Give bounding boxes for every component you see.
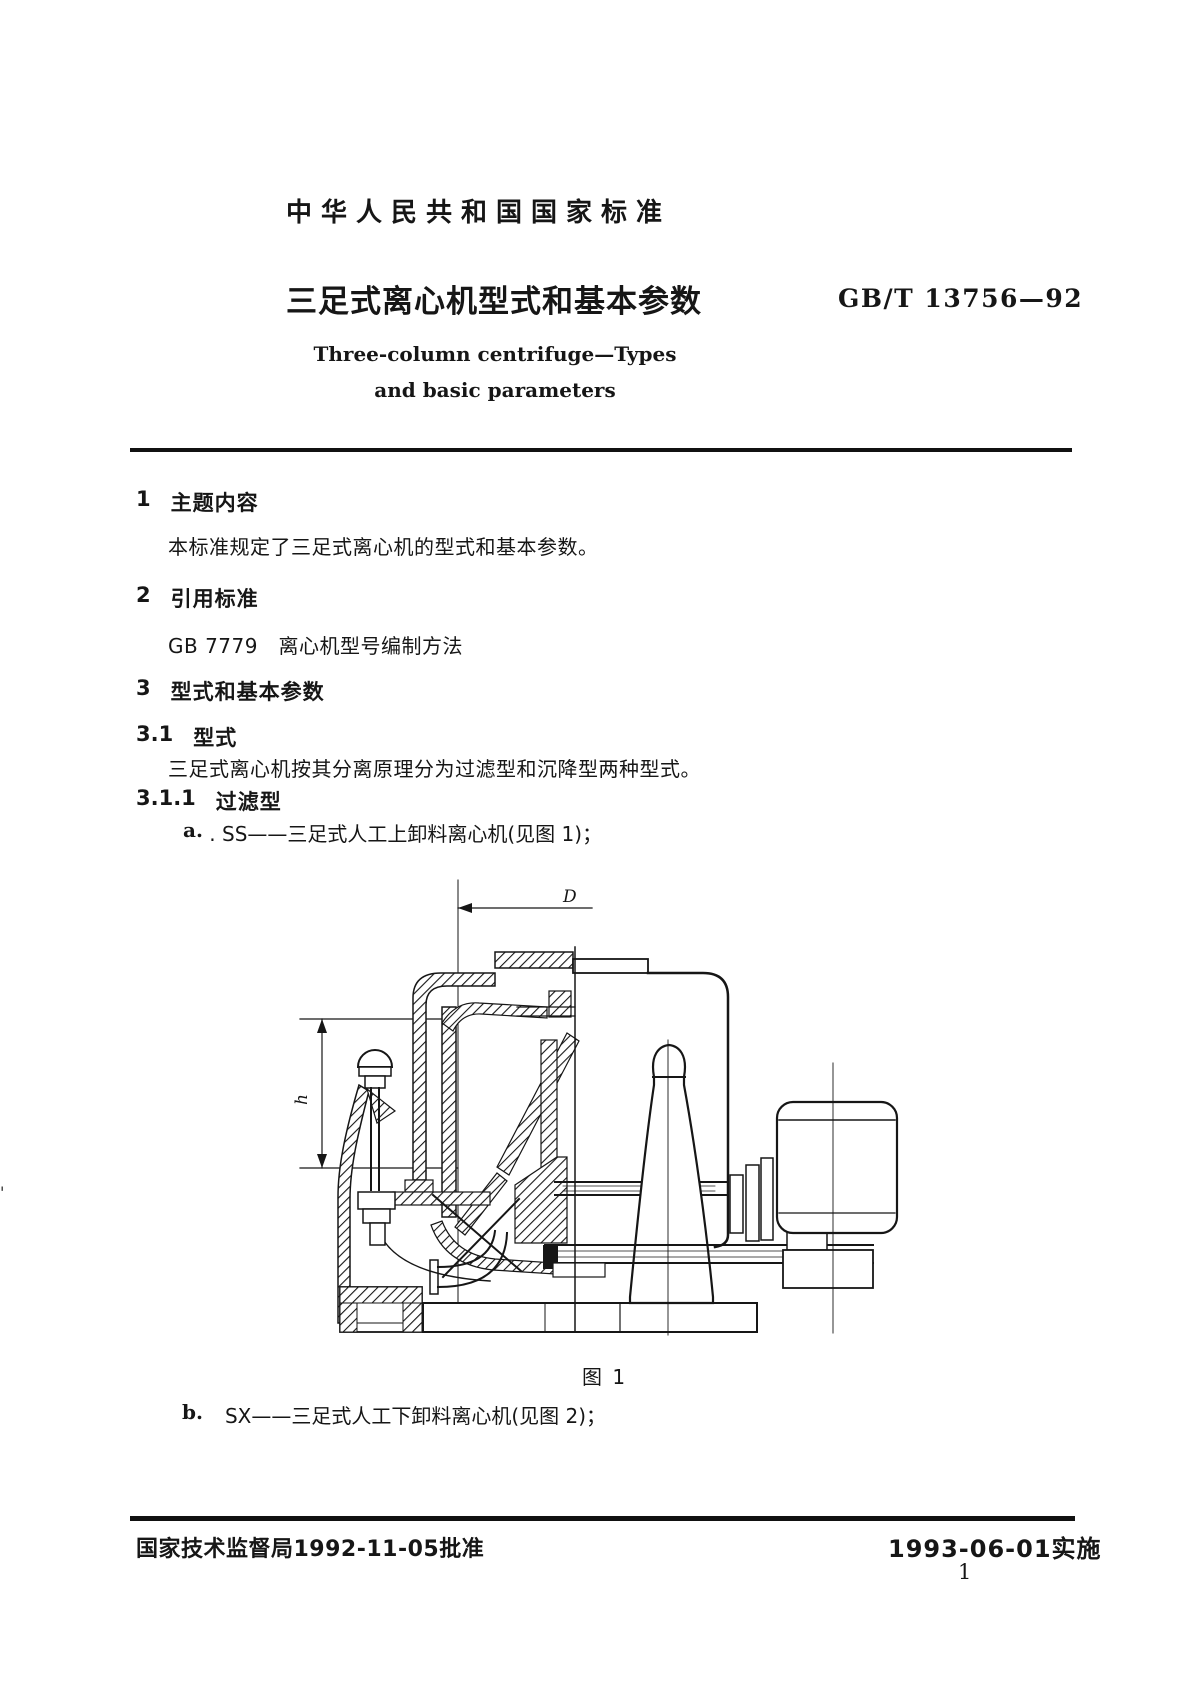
dim-d-label: D (562, 887, 577, 907)
bowl-cone-wall (496, 1032, 580, 1176)
section-2-number: 2 (136, 583, 151, 607)
section-3-1-heading: 3.1 型式 (136, 722, 237, 752)
list-item-a-text: . SS——三足式人工上卸料离心机(见图 1)； (202, 822, 603, 846)
footer-implemented: 1993-06-01实施 (888, 1535, 1102, 1563)
section-1-heading: 1 主题内容 (136, 487, 259, 517)
standard-code: GB/T 13756—92 (838, 284, 1084, 313)
section-3-1-number: 3.1 (136, 722, 174, 746)
list-item-b-marker: b. (182, 1400, 203, 1424)
list-item-a-marker: a. (183, 818, 203, 842)
title-english-line1: Three-column centrifuge—Types (313, 342, 677, 366)
bowl-rim-outside (572, 958, 649, 974)
list-item-b-text: SX——三足式人工下卸料离心机(见图 2)； (224, 1404, 607, 1428)
section-2-title: 引用标准 (170, 587, 259, 611)
dimension-d: D (457, 887, 593, 913)
page-number: 1 (958, 1560, 972, 1584)
suspension-leg (337, 1049, 423, 1333)
casing-wall-section (412, 972, 496, 1181)
section-3-number: 3 (136, 676, 151, 700)
discharge-pipe (429, 1259, 439, 1295)
list-item-b: b. SX——三足式人工下卸料离心机(见图 2)； (182, 1400, 606, 1429)
bowl-wall-section (441, 1006, 457, 1218)
motor (775, 1100, 899, 1235)
section-3-1-1-heading: 3.1.1 过滤型 (136, 786, 282, 816)
section-3-1-title: 型式 (193, 726, 238, 750)
header-rule (130, 448, 1072, 452)
page-title: 三足式离心机型式和基本参数 (286, 284, 702, 320)
section-3-1-body: 三足式离心机按其分离原理分为过滤型和沉降型两种型式。 (168, 757, 701, 781)
section-1-title: 主题内容 (170, 491, 259, 515)
base-plate (422, 1302, 758, 1333)
section-2-body: GB 7779 离心机型号编制方法 (168, 634, 463, 658)
dimension-h: h (292, 1018, 459, 1169)
section-1-number: 1 (136, 487, 151, 511)
list-item-a: a. . SS——三足式人工上卸料离心机(见图 1)； (183, 818, 602, 847)
section-3-1-1-title: 过滤型 (215, 790, 282, 814)
section-2-heading: 2 引用标准 (136, 583, 259, 613)
figure-1-caption: 图 1 (582, 1365, 628, 1389)
motor-mount (782, 1249, 874, 1289)
bowl-rim-section (494, 951, 574, 969)
shaft-coupling (729, 1157, 774, 1242)
national-standard-label: 中华人民共和国国家标准 (286, 198, 672, 228)
title-english-line2: and basic parameters (374, 378, 616, 402)
section-1-body: 本标准规定了三足式离心机的型式和基本参数。 (168, 535, 599, 559)
section-3-heading: 3 型式和基本参数 (136, 676, 325, 706)
casing-support-bell (628, 1043, 715, 1305)
figure-1-centrifuge-drawing: D h (292, 879, 899, 1336)
section-3-title: 型式和基本参数 (170, 680, 325, 704)
suspension-dome (356, 1049, 394, 1068)
footer-rule (130, 1516, 1075, 1521)
footer-approved: 国家技术监督局1992-11-05批准 (136, 1537, 485, 1562)
scan-stray-mark: ' (0, 1183, 5, 1202)
section-3-1-1-number: 3.1.1 (136, 786, 196, 810)
dim-h-label: h (292, 1094, 312, 1105)
